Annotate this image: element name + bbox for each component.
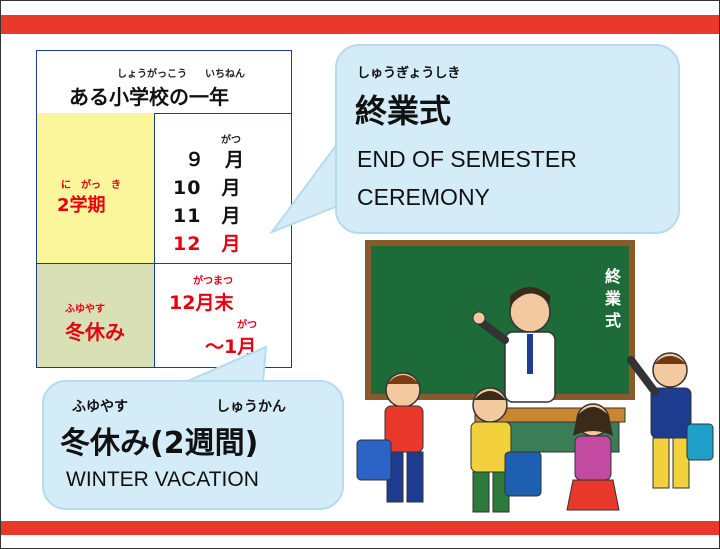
vacation-date-start: 12月末 bbox=[169, 292, 234, 314]
month-november: 11 月 bbox=[173, 205, 242, 227]
ceremony-title-en-line1: END OF SEMESTER bbox=[357, 146, 577, 172]
student-2-bag bbox=[504, 451, 542, 497]
vacation-bubble: ふゆやす しゅうかん 冬休み(2週間) WINTER VACATION bbox=[42, 380, 344, 510]
student-1-body bbox=[384, 405, 424, 453]
vacation-dates-cell: がつまつ 12月末 がつ ～1月 bbox=[155, 264, 291, 367]
vacation-date-end: ～1月 bbox=[205, 336, 257, 358]
vacation-date1-ruby: がつまつ bbox=[193, 276, 233, 287]
vacation-cell: ふゆやす 冬休み bbox=[37, 264, 155, 367]
vacation-ruby: ふゆやす bbox=[65, 304, 105, 315]
student-4-body bbox=[650, 387, 692, 439]
months-cell: がつ ９ 月 10 月 11 月 12 月 bbox=[155, 113, 291, 264]
calendar-title: ある小学校の一年 bbox=[69, 85, 229, 109]
month-october: 10 月 bbox=[173, 177, 242, 199]
blackboard-char-3: 式 bbox=[605, 311, 621, 330]
vacation-title-en: WINTER VACATION bbox=[66, 468, 259, 491]
term-cell: に がっ き 2学期 bbox=[37, 113, 155, 264]
bottom-red-bar bbox=[1, 521, 719, 535]
title-ruby-2: いちねん bbox=[205, 69, 245, 80]
student-3-body bbox=[574, 435, 612, 481]
term-ruby: に がっ き bbox=[61, 180, 121, 191]
month-december: 12 月 bbox=[173, 233, 242, 255]
blackboard-char-1: 終 bbox=[605, 267, 622, 286]
blackboard bbox=[371, 246, 629, 394]
vacation-title-jp: 冬休み(2週間) bbox=[60, 426, 259, 461]
classroom-illustration: 終 業 式 bbox=[356, 240, 714, 513]
vacation-date2-ruby: がつ bbox=[237, 320, 257, 331]
blackboard-char-2: 業 bbox=[604, 289, 622, 308]
title-ruby-1: しょうがっこう bbox=[117, 69, 187, 80]
ceremony-title-en-line2: CEREMONY bbox=[357, 184, 490, 210]
student-2-body bbox=[470, 421, 512, 473]
student-4-bag bbox=[686, 423, 714, 461]
school-year-calendar: しょうがっこう いちねん ある小学校の一年 に がっ き 2学期 がつ ９ 月 … bbox=[36, 50, 292, 368]
vacation-ruby-2: しゅうかん bbox=[216, 399, 286, 415]
vacation-label: 冬休み bbox=[65, 320, 125, 344]
top-red-bar bbox=[1, 15, 719, 34]
month-ruby: がつ bbox=[221, 135, 241, 146]
vacation-ruby-1: ふゆやす bbox=[72, 399, 128, 415]
calendar-header: しょうがっこう いちねん ある小学校の一年 bbox=[37, 51, 291, 114]
term-label: 2学期 bbox=[57, 195, 106, 216]
ceremony-ruby: しゅうぎょうしき bbox=[357, 66, 461, 81]
ceremony-bubble: しゅうぎょうしき 終業式 END OF SEMESTER CEREMONY bbox=[335, 44, 680, 234]
month-september: ９ 月 bbox=[185, 149, 246, 171]
ceremony-title-jp: 終業式 bbox=[355, 92, 452, 130]
student-1-bag bbox=[356, 439, 392, 481]
